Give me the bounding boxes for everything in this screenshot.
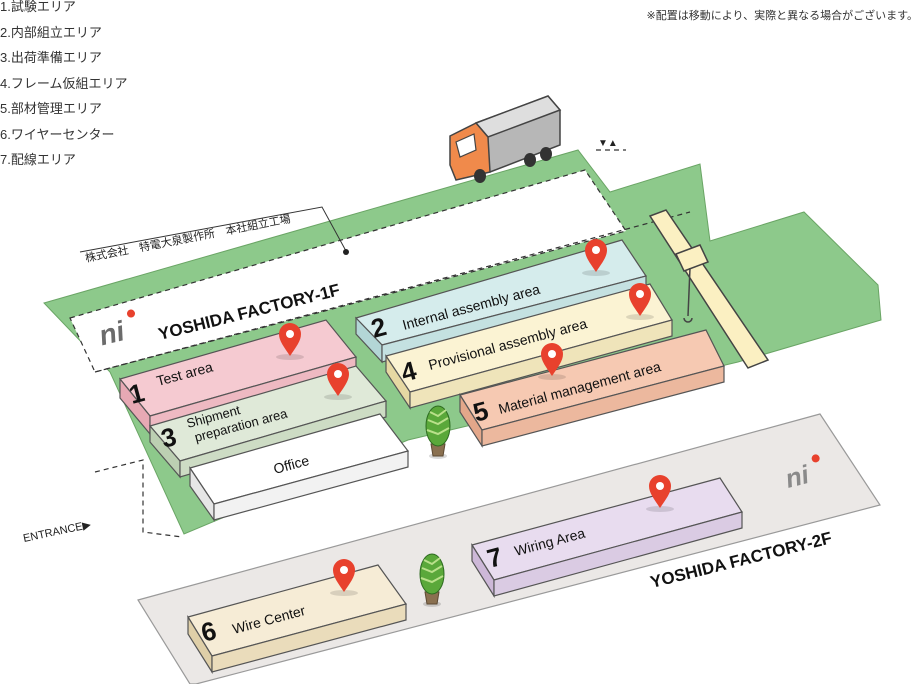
inner-boundary-dashed [94, 211, 691, 373]
factory-1f-white-zone [69, 169, 627, 373]
area-6-wire-center[interactable]: 6 Wire Center [187, 564, 407, 675]
area-7-wiring[interactable]: 7 Wiring Area [471, 477, 743, 599]
area-5-material[interactable]: 5 Material management area [459, 329, 725, 449]
legend-item-5: 5.部材管理エリア [0, 101, 102, 116]
legend-item-6: 6.ワイヤーセンター [0, 126, 115, 142]
area-4-provisional[interactable]: 4 Provisional assembly area [385, 283, 673, 410]
entrance-label: ENTRANCE▶ [22, 519, 92, 545]
company-leader-line [79, 206, 347, 253]
legend-item-2: 2.内部組立エリア [0, 24, 102, 40]
area-legend: 1.試験エリア 2.内部組立エリア 3.出荷準備エリア 4.フレーム仮組エリア … [0, 0, 127, 173]
legend-item-1: 1.試験エリア [0, 0, 76, 14]
legend-item-3: 3.出荷準備エリア [0, 50, 102, 65]
entrance-path [94, 459, 183, 538]
company-leader-dot [343, 249, 349, 255]
legend-item-4: 4.フレーム仮組エリア [0, 75, 128, 91]
truck-icon [449, 95, 562, 183]
legend-item-7: 7.配線エリア [0, 152, 76, 167]
tree-icon-1f [425, 405, 451, 460]
crane-icon [648, 209, 770, 369]
truck-lane-marker: ▼▲ [598, 138, 618, 149]
office[interactable]: Office [189, 413, 410, 522]
layout-disclaimer: ※配置は移動により、実際と異なる場合がございます。 [646, 10, 918, 22]
